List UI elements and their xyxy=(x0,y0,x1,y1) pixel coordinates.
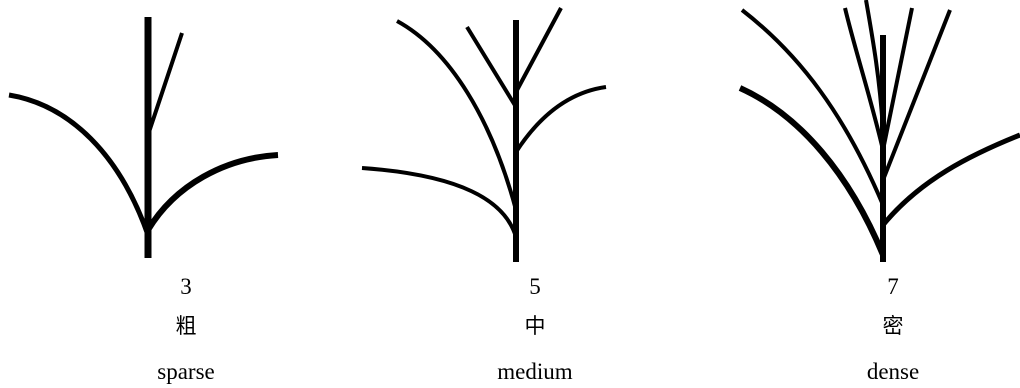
branch-count-label: 5 xyxy=(465,275,605,298)
branch-lower-left xyxy=(362,168,516,237)
branch-right xyxy=(148,155,278,230)
branch-upper-right xyxy=(148,33,182,135)
branch-top-right-inner xyxy=(883,8,912,150)
panel-medium-branches xyxy=(362,8,606,262)
panel-sparse-branches xyxy=(9,17,278,258)
chinese-label: 密 xyxy=(823,316,963,337)
branch-lower-right xyxy=(883,135,1020,225)
panel-dense-branches xyxy=(740,0,1020,262)
branch-count-label: 7 xyxy=(823,275,963,298)
branch-outer-left xyxy=(397,21,516,210)
branch-lower-left xyxy=(740,88,883,255)
chinese-label: 中 xyxy=(465,316,605,337)
english-label: sparse xyxy=(116,360,256,383)
english-label: medium xyxy=(465,360,605,383)
chinese-label: 粗 xyxy=(116,316,256,337)
branch-upper-left xyxy=(467,27,516,107)
english-label: dense xyxy=(823,360,963,383)
branch-count-label: 3 xyxy=(116,275,256,298)
branch-left xyxy=(9,95,148,235)
branch-inner-right xyxy=(516,87,606,152)
branch-top-right xyxy=(516,8,561,92)
branch-outer-left xyxy=(742,10,883,205)
